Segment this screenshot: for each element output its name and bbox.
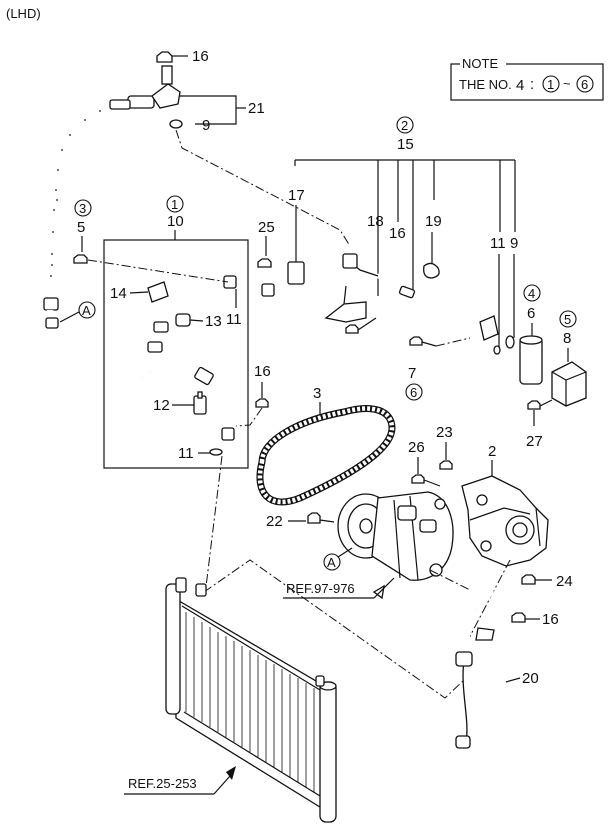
- callout-17: 17: [288, 187, 305, 204]
- callout-16-right: 16: [542, 611, 559, 628]
- callout-11-box: 11: [226, 311, 242, 328]
- callout-22: 22: [266, 513, 283, 530]
- callout-14: 14: [110, 285, 127, 302]
- liquid-hose-icon: [455, 587, 505, 749]
- callout-4-circle: 4: [528, 286, 535, 301]
- callout-2-circle: 2: [401, 118, 408, 133]
- callout-26: 26: [408, 439, 425, 456]
- callout-a-compressor: A: [327, 555, 336, 570]
- callout-11-bottom: 11: [178, 445, 194, 462]
- callout-20: 20: [522, 670, 539, 687]
- note-range-start: 1: [547, 77, 554, 92]
- callout-23: 23: [436, 424, 453, 441]
- ref-compressor-label: REF.97-976: [286, 581, 355, 596]
- condenser-icon: [165, 577, 337, 823]
- callout-2: 2: [488, 443, 496, 460]
- receiver-drier-icon: [519, 335, 543, 385]
- callout-15: 15: [397, 136, 414, 153]
- note-box: NOTE THE NO. 4 : 1 ~ 6: [450, 56, 604, 101]
- callout-7: 7: [408, 365, 416, 382]
- callout-16-box: 16: [254, 363, 271, 380]
- callout-21: 21: [248, 100, 265, 117]
- callout-27: 27: [526, 433, 543, 450]
- callout-6-circle: 6: [410, 385, 417, 400]
- callout-16-mid: 16: [389, 225, 406, 242]
- callout-9-right: 9: [510, 235, 518, 252]
- drier-cover-icon: [551, 361, 587, 407]
- callout-3: 3: [313, 385, 321, 402]
- ref-condenser-label: REF.25-253: [128, 776, 197, 791]
- callout-3-circle: 3: [79, 201, 86, 216]
- bracket-icon: [461, 475, 549, 567]
- liquid-tube-group-frame: [103, 239, 249, 469]
- callout-9-top: 9: [202, 117, 210, 134]
- liquid-tube-icon: [127, 275, 237, 441]
- callout-19: 19: [425, 213, 442, 230]
- callout-12: 12: [153, 397, 170, 414]
- callout-25: 25: [258, 219, 275, 236]
- callout-16-top: 16: [192, 48, 209, 65]
- note-sep: :: [530, 76, 534, 93]
- note-number: 4: [516, 77, 524, 94]
- compressor-icon: [337, 491, 454, 581]
- drive-belt-icon: [256, 405, 396, 506]
- callout-6: 6: [527, 305, 535, 322]
- callout-1-circle: 1: [171, 197, 178, 212]
- note-title: NOTE: [462, 56, 498, 71]
- callout-5: 5: [77, 219, 85, 236]
- hose-assembly-icon: [35, 65, 181, 389]
- callout-5-circle: 5: [564, 312, 571, 327]
- callout-10: 10: [167, 213, 184, 230]
- suction-tube-icon: [261, 253, 515, 355]
- callout-13: 13: [205, 313, 222, 330]
- note-tilde: ~: [563, 76, 571, 91]
- callout-24: 24: [556, 573, 573, 590]
- note-range-end: 6: [581, 77, 588, 92]
- variant-label: (LHD): [6, 6, 41, 21]
- callout-11-right: 11: [490, 235, 506, 252]
- callout-8: 8: [563, 330, 571, 347]
- note-prefix: THE NO.: [459, 77, 512, 92]
- callout-18: 18: [367, 213, 384, 230]
- callout-a-left: A: [82, 303, 91, 318]
